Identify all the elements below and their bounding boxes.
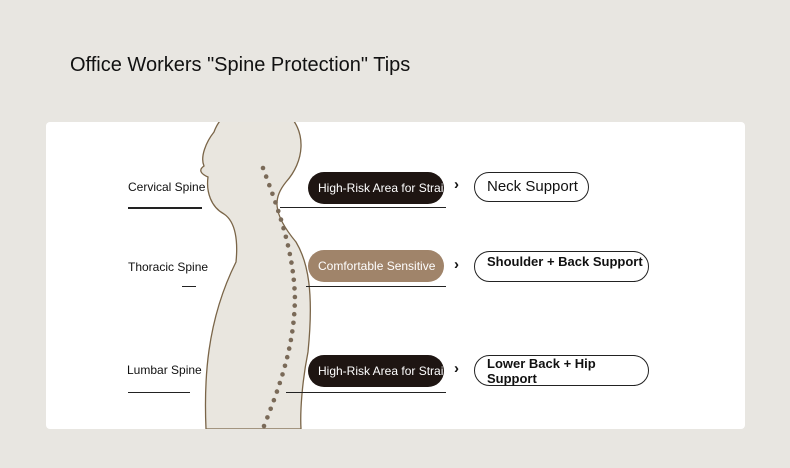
vertebra-dot xyxy=(281,225,286,231)
vertebra-dot xyxy=(274,389,280,394)
vertebra-dot xyxy=(292,303,298,308)
divider xyxy=(306,286,446,287)
lumbar-spine-label: Lumbar Spine xyxy=(127,363,202,377)
vertebra-dot xyxy=(286,346,292,351)
status-pill-thoracic: Comfortable Sensitive xyxy=(308,250,444,282)
divider xyxy=(280,207,446,208)
vertebra-dot xyxy=(270,191,275,197)
vertebra-dot xyxy=(260,165,266,171)
status-pill-cervical: High-Risk Area for Strain xyxy=(308,172,444,204)
divider xyxy=(182,286,196,287)
vertebra-dot xyxy=(285,243,291,248)
tip-neck-support: Neck Support xyxy=(474,172,589,202)
body-silhouette xyxy=(200,122,312,429)
divider xyxy=(128,392,190,393)
vertebra-dot xyxy=(292,294,298,300)
vertebra-dot xyxy=(273,200,278,205)
divider xyxy=(286,392,446,393)
vertebra-dot xyxy=(290,268,296,274)
vertebra-dot xyxy=(271,397,277,403)
vertebra-dot xyxy=(291,277,297,283)
divider xyxy=(128,207,202,209)
vertebra-dot xyxy=(291,320,296,326)
cervical-spine-label: Cervical Spine xyxy=(128,180,206,194)
vertebra-dot xyxy=(287,251,293,257)
vertebra-dot xyxy=(275,208,281,214)
vertebra-dot xyxy=(265,415,270,420)
vertebra-dot xyxy=(283,234,289,240)
vertebra-dot xyxy=(267,182,272,188)
vertebra-dot xyxy=(277,380,283,386)
vertebra-dot xyxy=(282,363,288,369)
vertebra-dot xyxy=(268,406,273,412)
vertebra-dot xyxy=(288,337,294,343)
vertebra-dot xyxy=(292,286,297,291)
thoracic-spine-label: Thoracic Spine xyxy=(128,260,209,274)
page-title: Office Workers "Spine Protection" Tips xyxy=(70,54,411,76)
tip-shoulder-back-support: Shoulder + Back Support xyxy=(474,251,649,282)
vertebra-dot xyxy=(261,423,267,429)
spine-card: Cervical Spine High-Risk Area for Strain… xyxy=(46,122,745,429)
arrow-icon: › xyxy=(454,360,459,377)
arrow-icon: › xyxy=(454,256,459,273)
vertebra-dot xyxy=(289,260,294,265)
vertebra-dot xyxy=(280,372,285,377)
arrow-icon: › xyxy=(454,176,459,193)
status-pill-lumbar: High-Risk Area for Strain xyxy=(308,355,444,387)
vertebra-dot xyxy=(284,354,290,360)
vertebra-dot xyxy=(291,311,297,317)
tip-lower-back-hip-support: Lower Back + Hip Support xyxy=(474,355,649,386)
vertebra-dot xyxy=(278,217,284,222)
vertebra-dot xyxy=(290,329,295,334)
vertebra-dot xyxy=(263,174,269,179)
